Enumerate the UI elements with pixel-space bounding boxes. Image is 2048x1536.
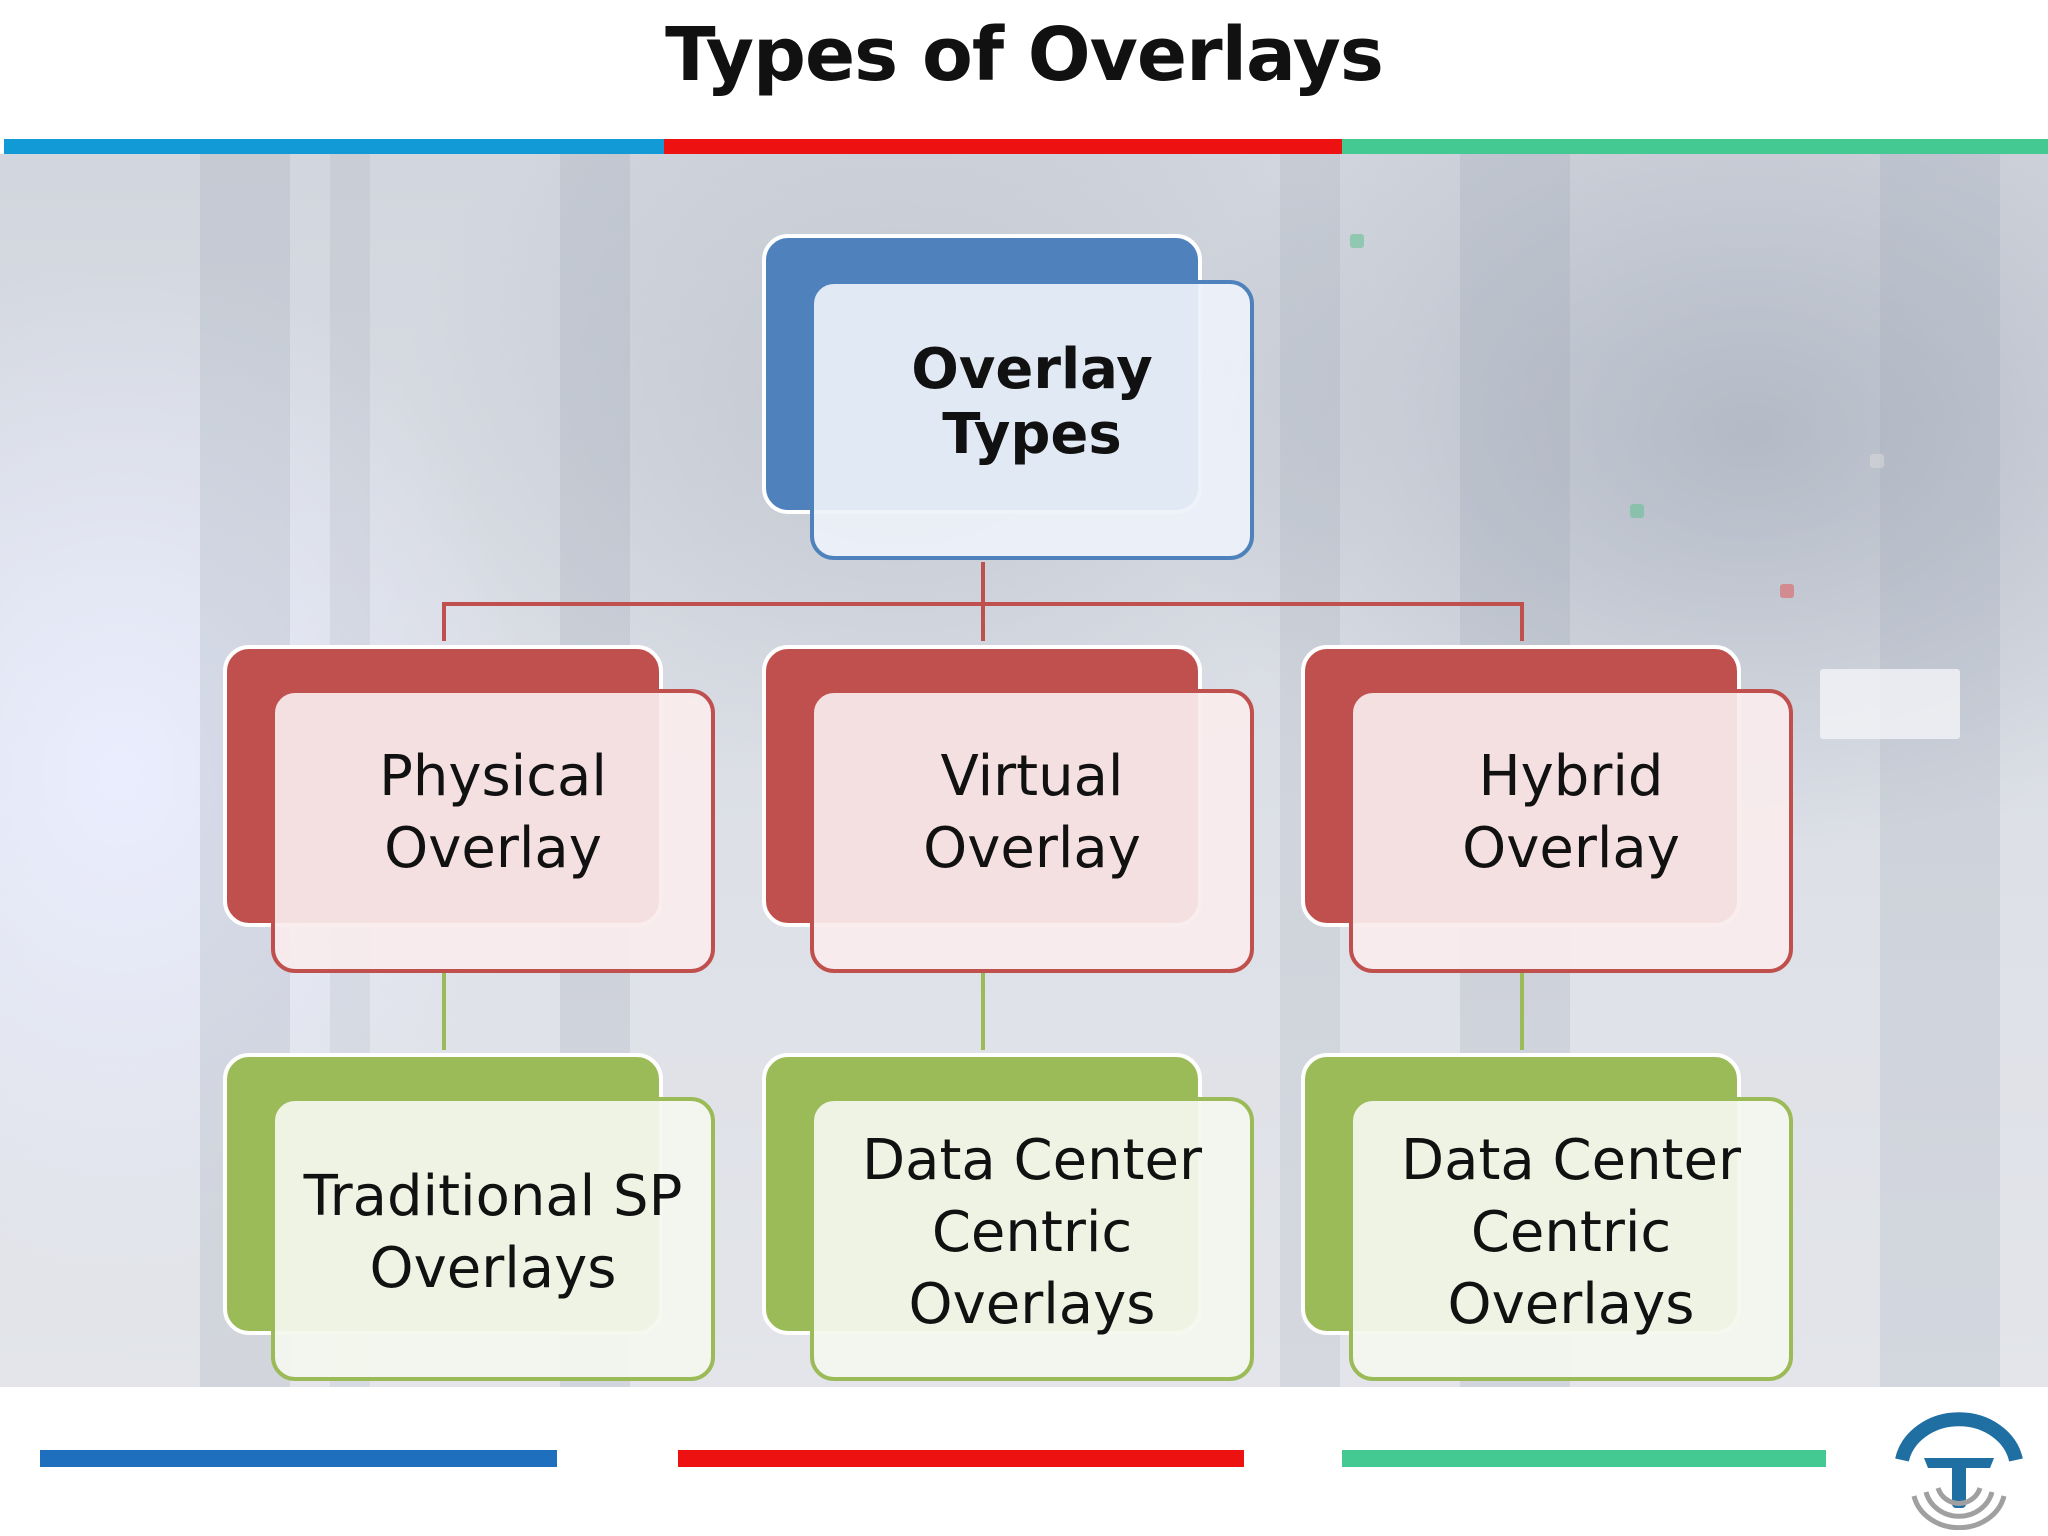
bottom-rule-red — [678, 1450, 1244, 1467]
top-rule-red — [664, 139, 1342, 154]
top-rule-blue — [4, 139, 664, 154]
category-label-physical: Physical Overlay — [379, 744, 607, 881]
leaf-label-data-center-virtual: Data Center Centric Overlays — [862, 1128, 1202, 1337]
leaf-node-data-center-hybrid: Data Center Centric Overlays — [1301, 1053, 1793, 1383]
slide-title: Types of Overlays — [665, 12, 1384, 98]
category-node-physical: Physical Overlay — [223, 645, 715, 975]
top-rule-green — [1342, 139, 2048, 154]
root-node: Overlay Types — [762, 234, 1254, 564]
category-node-virtual: Virtual Overlay — [762, 645, 1254, 975]
bottom-rule-green — [1342, 1450, 1826, 1467]
leaf-node-traditional-sp: Traditional SP Overlays — [223, 1053, 715, 1383]
leaf-label-data-center-hybrid: Data Center Centric Overlays — [1401, 1128, 1741, 1337]
bottom-rule-blue — [40, 1450, 557, 1467]
signal-logo-icon — [1895, 1412, 2023, 1530]
root-node-label: Overlay Types — [911, 337, 1153, 467]
category-label-virtual: Virtual Overlay — [923, 744, 1141, 881]
root-node-front: Overlay Types — [810, 280, 1254, 560]
category-label-hybrid: Hybrid Overlay — [1462, 744, 1680, 881]
leaf-label-traditional-sp: Traditional SP Overlays — [303, 1164, 683, 1301]
leaf-node-data-center-virtual: Data Center Centric Overlays — [762, 1053, 1254, 1383]
category-node-hybrid: Hybrid Overlay — [1301, 645, 1793, 975]
